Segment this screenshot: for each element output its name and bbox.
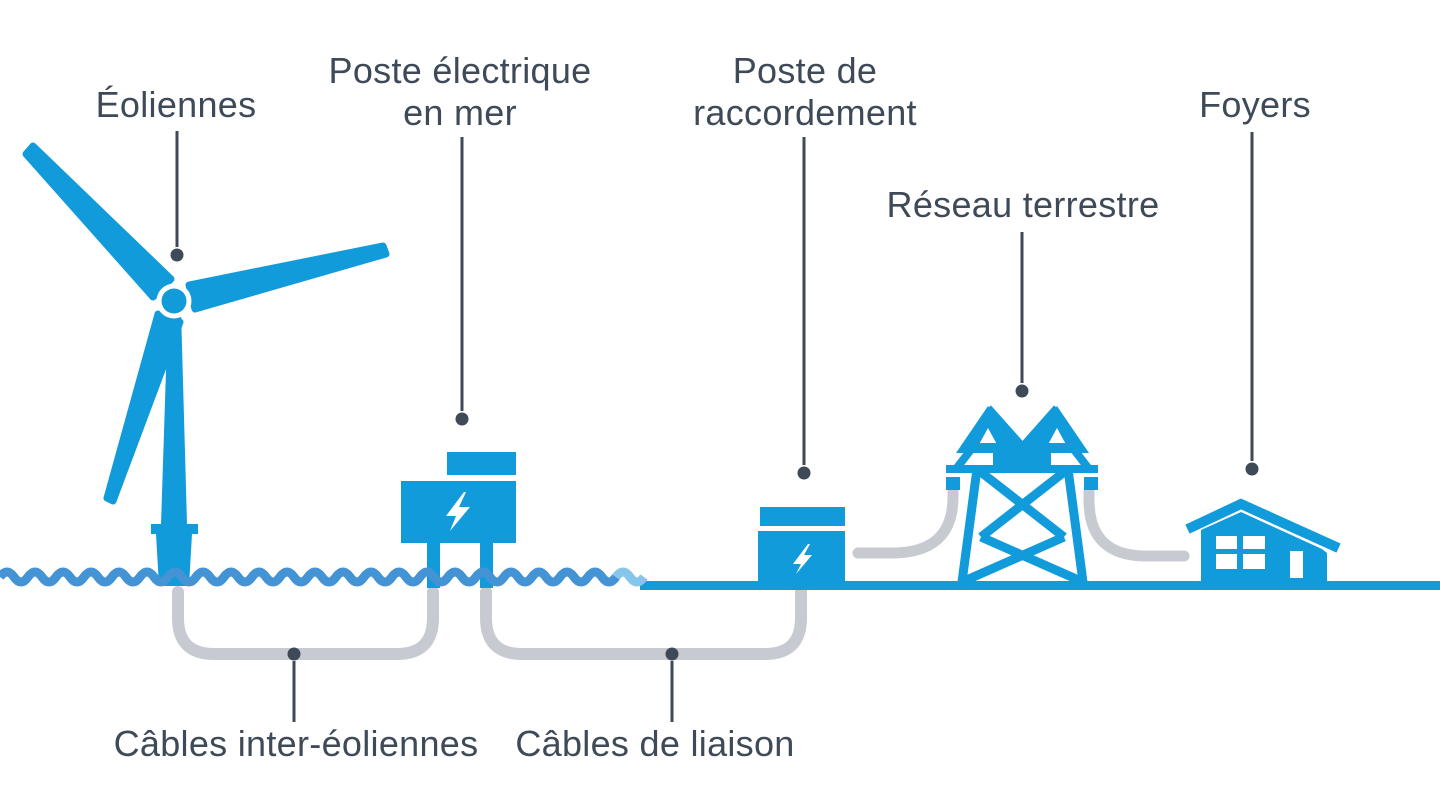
grid-cable-right — [1083, 485, 1190, 562]
wind-turbine-icon — [22, 142, 390, 586]
label-cables-inter-eoliennes: Câbles inter-éoliennes — [113, 723, 479, 764]
label-line: raccordement — [693, 92, 917, 133]
pylon-leg-right — [1063, 468, 1088, 583]
label-cables-de-liaison: Câbles de liaison — [515, 723, 795, 764]
house-roof — [1185, 498, 1341, 553]
label-line: Poste électrique — [328, 50, 592, 91]
label-poste-electrique-en-mer: Poste électrique en mer — [329, 50, 592, 134]
label-line: Poste de — [732, 50, 878, 91]
onshore-substation-icon — [758, 507, 845, 583]
wave-line — [0, 567, 620, 587]
turbine-tower — [161, 310, 187, 524]
leader-cables-inter — [287, 647, 301, 722]
wave-line-end — [612, 567, 648, 587]
leader-reseau-terrestre — [1015, 232, 1029, 398]
export-cable — [480, 582, 807, 660]
house-window-mullion-h — [1216, 549, 1265, 554]
lightning-bolt-icon — [793, 544, 812, 574]
pylon-brace — [960, 532, 1066, 587]
label-eoliennes: Éoliennes — [95, 84, 257, 125]
ground-line — [640, 581, 1440, 590]
leader-cables-liaison — [665, 647, 679, 722]
sea-waterline — [0, 567, 648, 587]
turbine-blade-upleft — [22, 142, 175, 301]
leader-poste-raccordement — [797, 137, 811, 480]
label-poste-de-raccordement: Poste de raccordement — [693, 50, 917, 134]
onshore-substation-roof — [760, 507, 845, 526]
label-reseau-terrestre: Réseau terrestre — [886, 184, 1160, 225]
house-door — [1290, 551, 1303, 578]
leader-eoliennes — [170, 131, 184, 262]
house-icon — [1185, 498, 1341, 582]
pylon-insulator-right — [1084, 477, 1098, 490]
turbine-blade-right — [185, 242, 390, 313]
grid-cable-left — [852, 485, 959, 559]
offshore-substation-icon — [401, 452, 516, 588]
turbine-tower-flange — [151, 524, 198, 534]
pylon-insulator-left — [946, 477, 960, 490]
leader-poste-mer — [455, 137, 469, 426]
transmission-tower-icon — [946, 405, 1098, 587]
offshore-substation-roof — [447, 452, 516, 475]
pylon-brace — [979, 532, 1085, 587]
lightning-bolt-icon — [446, 492, 470, 531]
pylon-leg-left — [957, 468, 982, 583]
leader-foyers — [1245, 132, 1259, 476]
turbine-hub — [161, 288, 187, 314]
inter-array-cable — [172, 586, 439, 660]
label-foyers: Foyers — [1199, 84, 1311, 125]
label-line: en mer — [403, 92, 517, 133]
pylon-brace — [978, 465, 1071, 541]
